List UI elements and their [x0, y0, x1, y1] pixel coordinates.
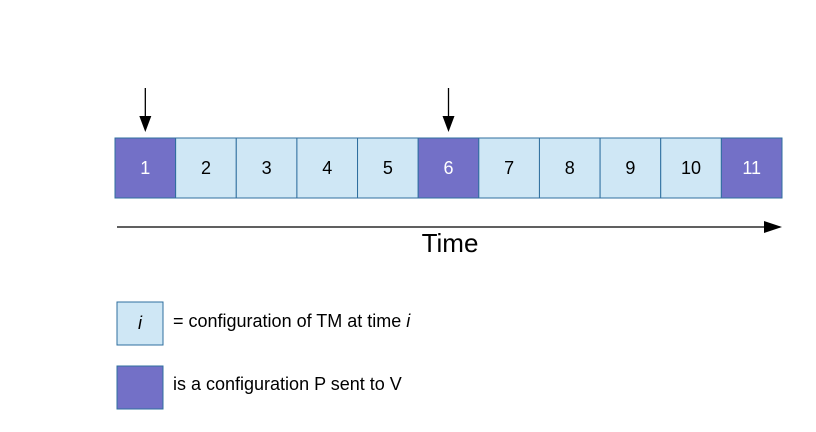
cell-label: 10 — [681, 158, 701, 178]
sent-configuration-box — [114, 137, 177, 199]
legend-config-swatch — [116, 301, 164, 346]
legend-sent-description: is a configuration P sent to V — [173, 374, 402, 394]
cell-label: 11 — [742, 158, 761, 178]
configuration-box — [538, 137, 601, 199]
time-axis-label: Time — [422, 228, 479, 258]
time-axis-arrowhead — [764, 221, 782, 233]
timeline-cell: 10 — [660, 137, 722, 199]
timeline-cell: 7 — [478, 137, 540, 199]
legend-sent-swatch — [116, 365, 164, 410]
timeline-cell: 9 — [599, 137, 662, 199]
pointer-arrows — [139, 88, 455, 132]
configuration-box — [599, 137, 662, 199]
cell-label: 9 — [625, 158, 635, 178]
down-arrow-head — [442, 116, 455, 132]
configuration-box — [478, 137, 540, 199]
timeline-cell: 6 — [417, 137, 480, 199]
timeline-cell: 5 — [357, 137, 419, 199]
configuration-box — [660, 137, 722, 199]
configuration-box — [235, 137, 298, 199]
legend-config-variable: i — [406, 311, 411, 331]
sent-configuration-box — [417, 137, 480, 199]
timeline-cell: 1 — [114, 137, 177, 199]
timeline-cell: 4 — [296, 137, 359, 199]
legend-config-text: = configuration of TM at time — [173, 311, 406, 331]
timeline-cell: 3 — [235, 137, 298, 199]
timeline-cells: 1 2 3 4 5 6 7 8 9 10 11 — [114, 137, 783, 199]
timeline-cell: 2 — [175, 137, 237, 199]
cell-label: 3 — [262, 158, 272, 178]
cell-label: 6 — [443, 158, 453, 178]
sent-configuration-box — [720, 137, 783, 199]
legend: i = configuration of TM at time i is a c… — [116, 301, 411, 410]
configuration-box — [357, 137, 419, 199]
legend-config-symbol: i — [138, 313, 143, 333]
cell-label: 2 — [201, 158, 211, 178]
down-arrow-head — [139, 116, 152, 132]
cell-label: 7 — [504, 158, 514, 178]
cell-label: 1 — [140, 158, 150, 178]
legend-config-description: = configuration of TM at time i — [173, 311, 411, 331]
timeline-cell: 8 — [538, 137, 601, 199]
configuration-box — [175, 137, 237, 199]
cell-label: 4 — [322, 158, 332, 178]
cell-label: 5 — [383, 158, 393, 178]
cell-label: 8 — [565, 158, 575, 178]
timeline-cell: 11 — [720, 137, 783, 199]
